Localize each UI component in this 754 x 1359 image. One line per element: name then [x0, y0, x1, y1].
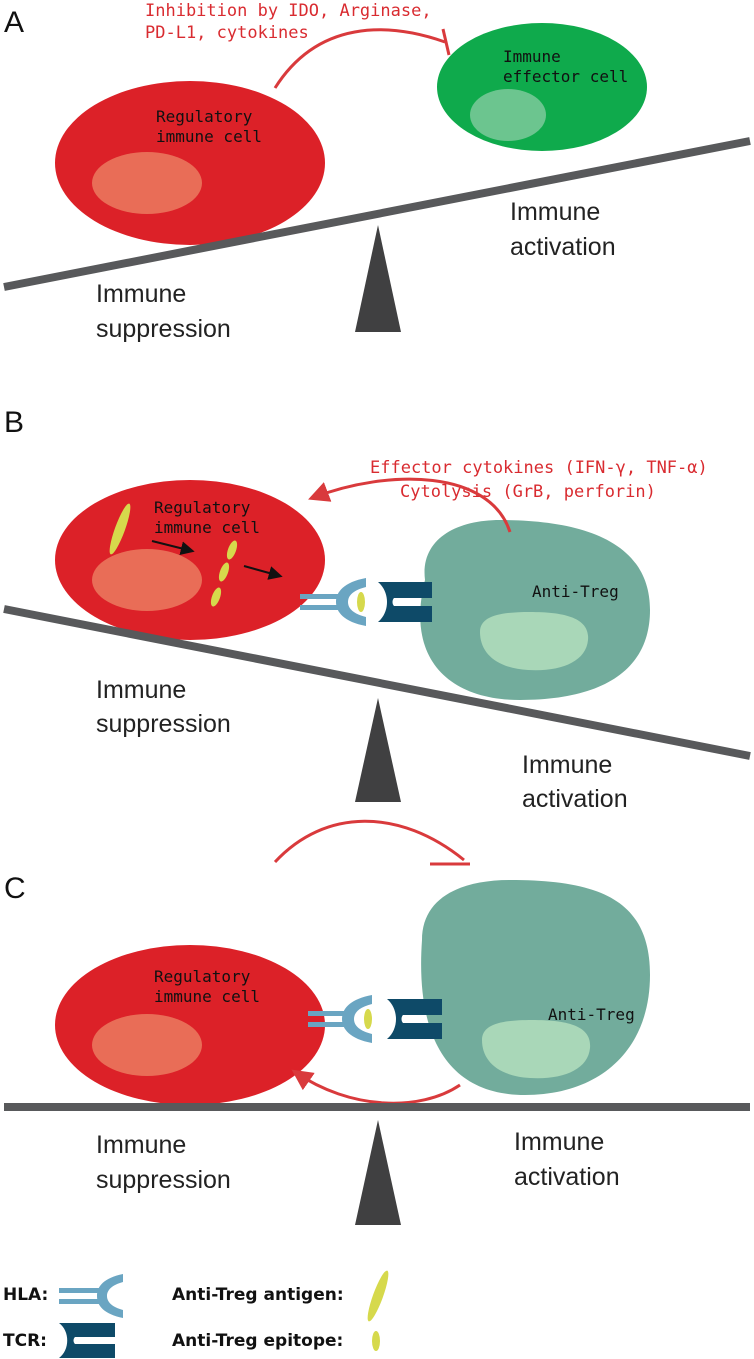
effector-arrow: [308, 477, 512, 533]
effector-cell: [437, 23, 647, 151]
anti-treg-cell: [420, 520, 650, 700]
legend-epitope-icon: [372, 1331, 380, 1351]
legend-antigen-icon: [367, 1270, 389, 1322]
antigen: [109, 503, 131, 555]
effector-text-line1: Effector cytokines (IFN-γ, TNF-α): [370, 458, 708, 478]
anti-treg-nucleus: [482, 1020, 591, 1079]
inhibition-arc: [273, 819, 465, 864]
hla-receptor: [308, 995, 372, 1043]
legend-tcr-label: TCR:: [3, 1331, 47, 1351]
regulatory-nucleus: [92, 1014, 202, 1076]
regulatory-label-line1: Regulatory: [154, 498, 251, 517]
panel-c: C Regulatory immune cell Anti-Treg Immun…: [4, 819, 750, 1225]
legend-tcr-icon: [59, 1323, 115, 1358]
suppression-label-line1: Immune: [96, 280, 186, 308]
panel-c-letter: C: [4, 872, 26, 905]
legend-antigen-label: Anti-Treg antigen:: [172, 1285, 344, 1305]
regulatory-label-line2: immune cell: [156, 127, 262, 146]
suppression-label-line1: Immune: [96, 1131, 186, 1159]
legend-epitope-label: Anti-Treg epitope:: [172, 1331, 343, 1351]
regulatory-label-line2: immune cell: [154, 987, 260, 1006]
suppression-label-line1: Immune: [96, 676, 186, 704]
hla-receptor: [300, 578, 366, 626]
fulcrum: [355, 225, 401, 332]
inhibition-label-line2: PD-L1, cytokines: [145, 23, 309, 43]
anti-treg-label: Anti-Treg: [532, 582, 619, 601]
activation-label-line1: Immune: [514, 1128, 604, 1156]
epitope: [218, 562, 230, 582]
tcr-receptor: [378, 582, 432, 622]
regulatory-label-line1: Regulatory: [154, 967, 251, 986]
effector-text-line2: Cytolysis (GrB, perforin): [400, 482, 656, 502]
effector-arrow: [291, 1069, 461, 1105]
panel-a-letter: A: [4, 6, 24, 39]
inhibition-arc: [273, 28, 446, 89]
tcr-receptor: [387, 999, 442, 1039]
suppression-label-line2: suppression: [96, 315, 231, 343]
regulatory-label-line2: immune cell: [154, 518, 260, 537]
panel-a: A Inhibition by IDO, Arginase, PD-L1, cy…: [3, 1, 751, 343]
epitope: [210, 587, 222, 607]
regulatory-label-line1: Regulatory: [156, 107, 253, 126]
activation-label-line2: activation: [514, 1163, 620, 1191]
balance-beam: [3, 137, 751, 291]
effector-label-line2: effector cell: [503, 67, 628, 86]
effector-nucleus: [470, 89, 546, 141]
activation-label-line2: activation: [510, 233, 616, 261]
regulatory-cell: [55, 81, 325, 245]
inhibition-bar: [441, 28, 451, 56]
epitope: [226, 540, 238, 560]
presented-epitope: [364, 1009, 372, 1029]
fulcrum: [355, 1120, 401, 1225]
legend: HLA: TCR: Anti-Treg antigen: Anti-Treg e…: [3, 1270, 389, 1358]
panel-b: B Effector cytokines (IFN-γ, TNF-α) Cyto…: [3, 406, 751, 813]
activation-label-line2: activation: [522, 785, 628, 813]
processing-arrow: [151, 540, 195, 556]
anti-treg-label: Anti-Treg: [548, 1005, 635, 1024]
suppression-label-line2: suppression: [96, 710, 231, 738]
activation-label-line1: Immune: [522, 751, 612, 779]
panel-b-letter: B: [4, 406, 24, 439]
inhibition-label-line1: Inhibition by IDO, Arginase,: [145, 1, 432, 21]
legend-hla-label: HLA:: [3, 1285, 48, 1305]
balance-beam: [3, 605, 751, 760]
legend-hla-icon: [59, 1274, 123, 1318]
anti-treg-cell: [421, 880, 650, 1095]
regulatory-nucleus: [92, 152, 202, 214]
presentation-arrow: [243, 565, 283, 580]
presented-epitope: [357, 592, 365, 612]
activation-label-line1: Immune: [510, 198, 600, 226]
fulcrum: [355, 698, 401, 802]
suppression-label-line2: suppression: [96, 1166, 231, 1194]
anti-treg-nucleus: [480, 612, 589, 671]
effector-label-line1: Immune: [503, 47, 561, 66]
regulatory-nucleus: [92, 549, 202, 611]
